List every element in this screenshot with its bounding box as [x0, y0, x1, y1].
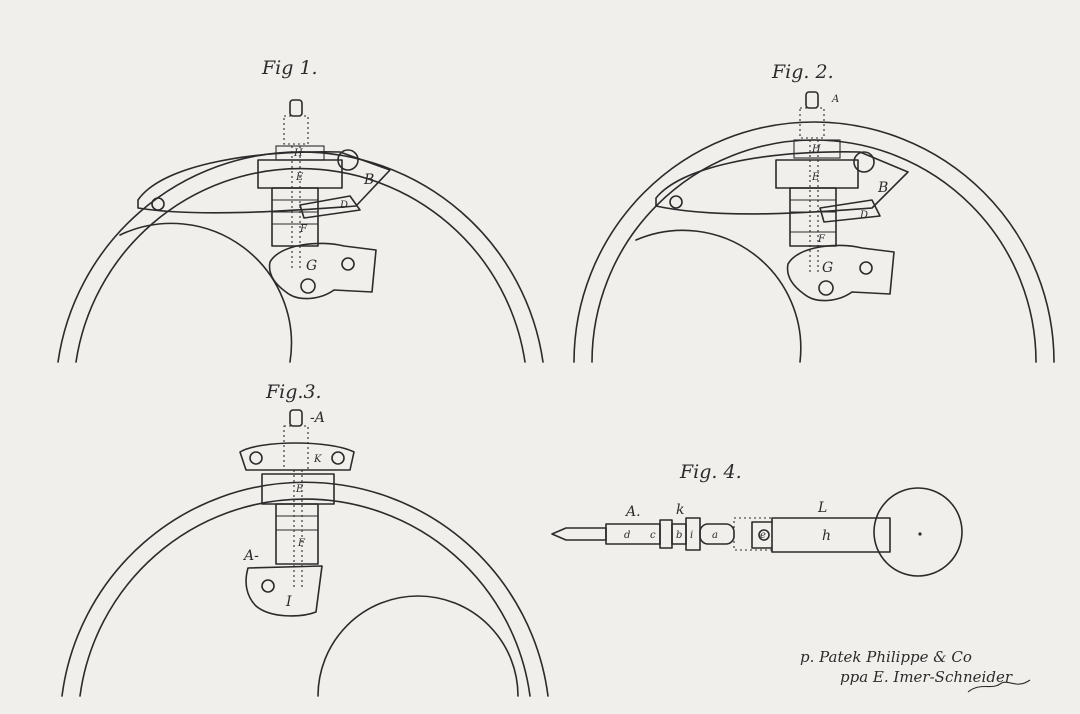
bridge-k: [239, 442, 355, 471]
label-e: E: [295, 484, 304, 495]
pendant-stem: [799, 107, 825, 139]
label-k: K: [313, 454, 322, 465]
figure-4: Fig. 4. A. k L d c b i a e h: [551, 461, 963, 577]
movement-wheel: [119, 222, 293, 363]
figure-4-title: Fig. 4.: [679, 461, 742, 483]
label-d: D: [339, 200, 348, 211]
label-e: E: [811, 172, 820, 183]
cap-h: [793, 139, 841, 159]
label-l: L: [817, 500, 827, 516]
pinion-f: [275, 503, 319, 565]
label-f: F: [817, 234, 826, 245]
crown-button: [805, 91, 819, 109]
label-h: H: [293, 148, 303, 159]
cam-g: [786, 244, 895, 302]
pivot-g: [818, 280, 834, 296]
figure-2: Fig. 2. A H B D E F G: [573, 61, 1055, 363]
label-d: D: [859, 210, 868, 221]
handwritten-flourish: [967, 679, 1031, 693]
label-a2: A-: [242, 548, 259, 564]
stem-part-a: [699, 523, 735, 545]
label-k: k: [676, 502, 684, 518]
label-a: A.: [624, 504, 641, 520]
figure-3-title: Fig.3.: [265, 381, 322, 403]
label-i: i: [690, 530, 693, 541]
label-h: h: [822, 528, 831, 544]
label-h: H: [811, 144, 821, 155]
label-a: -A: [310, 410, 325, 426]
figure-1-title: Fig 1.: [261, 57, 318, 79]
figure-3: Fig.3. -A K E F A- I: [61, 381, 549, 697]
pinion-f: [789, 187, 837, 247]
label-g: G: [306, 258, 317, 274]
label-b: B: [877, 180, 888, 196]
movement-wheel: [635, 229, 802, 363]
signature-line-1: p. Patek Philippe & Co: [800, 648, 972, 666]
screw-3: [261, 579, 275, 593]
label-a-small: a: [712, 530, 718, 541]
fork-e: [751, 521, 773, 549]
pendant-stem: [283, 425, 309, 471]
crown-button: [289, 409, 303, 427]
pivot-g: [300, 278, 316, 294]
spring-d: [819, 199, 881, 223]
screw-1: [669, 195, 683, 209]
case-inner-ring: [79, 498, 531, 697]
signature-block: p. Patek Philippe & Co ppa E. Imer-Schne…: [800, 648, 1031, 693]
screw-1: [151, 197, 165, 211]
label-f: F: [299, 224, 308, 235]
label-a: A: [831, 94, 839, 105]
figure-2-title: Fig. 2.: [771, 61, 834, 83]
screw-3: [859, 261, 873, 275]
screw-2: [853, 151, 875, 173]
pendant-stem: [283, 115, 309, 145]
crown-knob: [873, 487, 963, 577]
case-outer-ring: [573, 121, 1055, 363]
label-g: G: [822, 260, 833, 276]
label-d: d: [624, 530, 630, 541]
lever-b: [137, 151, 391, 214]
stem-part-h: [771, 517, 891, 553]
label-b: b: [676, 530, 682, 541]
label-i: I: [285, 594, 292, 610]
collar: [659, 519, 673, 549]
movement-wheel: [317, 595, 519, 697]
screw-1: [249, 451, 263, 465]
label-c: c: [650, 530, 656, 541]
label-e: E: [295, 172, 304, 183]
signature-line-2: ppa E. Imer-Schneider: [840, 668, 1013, 686]
figure-1: Fig 1. H B D E F G: [57, 57, 544, 363]
cam-g: [268, 242, 377, 300]
case-inner-ring: [75, 167, 526, 363]
case-outer-ring: [61, 481, 549, 697]
label-e: e: [760, 530, 766, 541]
spring-d: [299, 195, 361, 219]
stem-tip: [551, 527, 607, 541]
label-f: F: [297, 538, 306, 549]
cam-i: [245, 565, 323, 617]
screw-3: [341, 257, 355, 271]
crown-button: [289, 99, 303, 117]
label-b: B: [363, 172, 374, 188]
lever-b: [655, 151, 909, 215]
screw-2: [331, 451, 345, 465]
